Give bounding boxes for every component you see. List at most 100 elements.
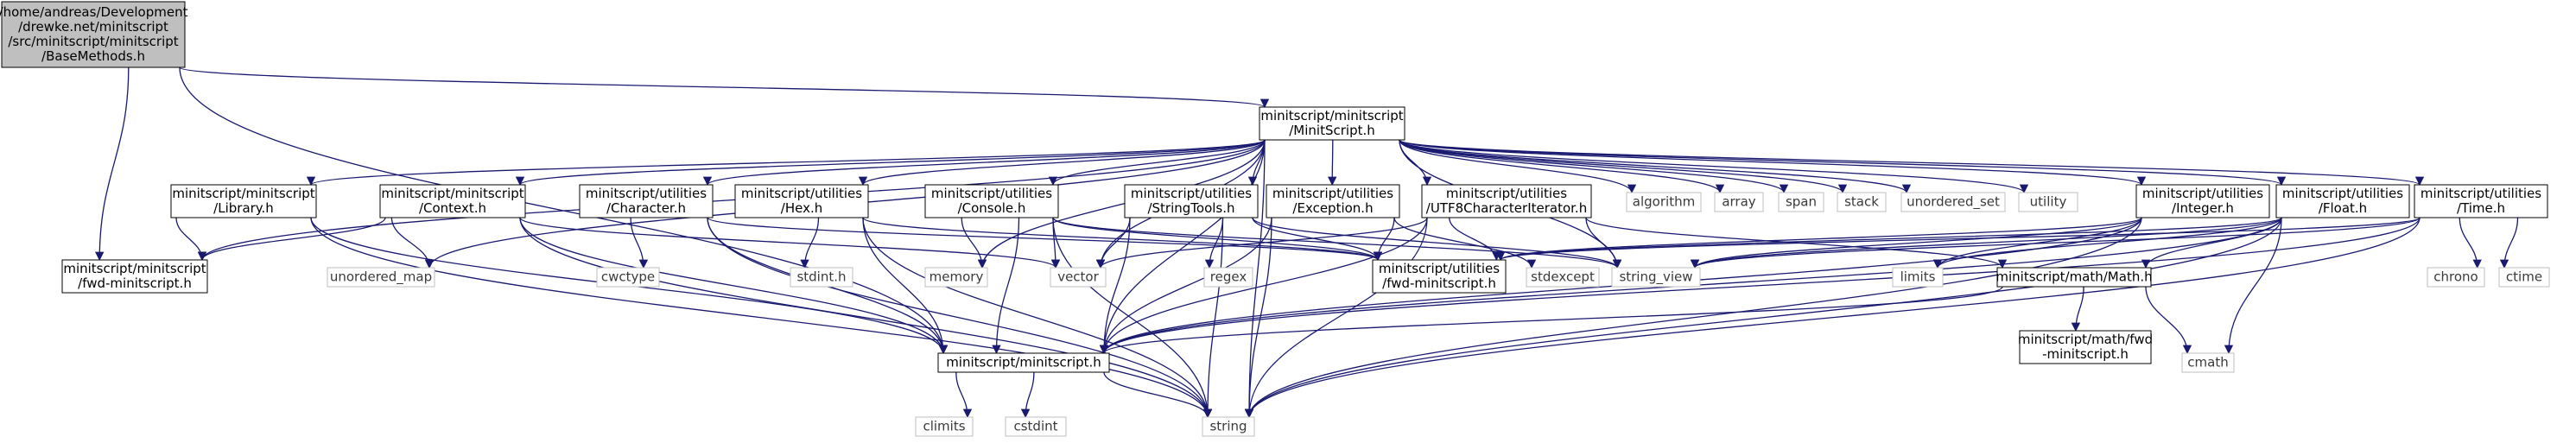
edge-base-to-minit [179, 66, 1269, 109]
edge-utf8-to-vector [1095, 217, 1428, 269]
node-span: span [1778, 192, 1824, 212]
node-box [379, 184, 526, 218]
node-label-line: /Float.h [2319, 200, 2367, 216]
node-label-line: minitscript/minitscript [1260, 108, 1403, 123]
node-vector: vector [1050, 267, 1107, 288]
node-stringview: string_view [1611, 267, 1701, 288]
edge-float-to-math [2141, 217, 2282, 269]
node-cstdint: cstdint [1005, 416, 1067, 437]
edge-utf8-to-minith [1099, 217, 1428, 355]
node-label-line: minitscript/utilities [586, 186, 707, 201]
node-stringtools[interactable]: minitscript/utilities/StringTools.h [1124, 184, 1259, 218]
edge-base-to-fwdmin [95, 66, 130, 262]
edge-time-to-ctime [2499, 217, 2519, 269]
node-label-line: /Context.h [419, 200, 486, 216]
node-label-line: stdexcept [1531, 269, 1595, 285]
node-mathfwd[interactable]: minitscript/math/fwd-minitscript.h [2018, 330, 2153, 364]
edge-minit-to-stack [1399, 139, 1848, 194]
node-box [579, 184, 714, 218]
node-box [1372, 259, 1507, 294]
node-label-line: stdint.h [796, 269, 846, 285]
edge-context-to-string [519, 217, 1213, 419]
edge-minith-to-cstdint [1020, 371, 1035, 419]
edge-stringtools-to-minith [1099, 217, 1131, 355]
edge-context-to-vector [519, 217, 1060, 269]
node-label-line: minitscript/utilities [931, 186, 1052, 201]
node-label-line: minitscript/minitscript.h [946, 355, 1101, 370]
node-box [1259, 106, 1405, 141]
node-label-line: minitscript/utilities [1272, 186, 1393, 201]
node-box [2275, 184, 2410, 218]
node-box [1837, 192, 1887, 212]
node-minit[interactable]: minitscript/minitscript/MinitScript.h [1259, 106, 1405, 141]
node-context[interactable]: minitscript/minitscript/Context.h [379, 184, 526, 218]
node-label-line: unordered_map [330, 269, 432, 286]
node-utf8[interactable]: minitscript/utilities/UTF8CharacterItera… [1421, 184, 1592, 218]
edge-minith-to-climits [955, 371, 973, 419]
node-box [327, 267, 435, 288]
node-cmath: cmath [2181, 352, 2235, 373]
node-box [1, 1, 186, 68]
node-box [915, 416, 974, 437]
edge-character-to-string [707, 217, 1213, 419]
node-hex[interactable]: minitscript/utilities/Hex.h [734, 184, 869, 218]
edge-hex-to-minith [862, 217, 949, 355]
edge-minith-to-string [1103, 371, 1213, 419]
node-label-line: minitscript/minitscript [63, 261, 206, 276]
edge-minit-to-minith [1099, 139, 1266, 355]
node-library[interactable]: minitscript/minitscript/Library.h [170, 184, 317, 218]
node-label-line: regex [1210, 269, 1247, 285]
node-integer[interactable]: minitscript/utilities/Integer.h [2135, 184, 2270, 218]
edge-context-to-umap [390, 217, 435, 269]
node-minith[interactable]: minitscript/minitscript.h [937, 352, 1110, 373]
edge-console-to-string [1052, 217, 1213, 419]
node-fwdutil[interactable]: minitscript/utilities/fwd-minitscript.h [1372, 259, 1507, 294]
edge-minit-to-float [1399, 139, 2286, 187]
node-time[interactable]: minitscript/utilities/Time.h [2414, 184, 2548, 218]
node-label-line: /Character.h [606, 200, 686, 216]
node-base[interactable]: /home/andreas/Development/drewke.net/min… [0, 1, 188, 68]
edge-time-to-stringview [1691, 217, 2421, 269]
node-box [2427, 267, 2485, 288]
node-label-line: /StringTools.h [1147, 200, 1234, 216]
node-label-line: /UTF8CharacterIterator.h [1426, 200, 1587, 216]
node-character[interactable]: minitscript/utilities/Character.h [579, 184, 714, 218]
node-label-line: minitscript/minitscript [381, 186, 523, 201]
node-fwdmin[interactable]: minitscript/minitscript/fwd-minitscript.… [61, 259, 208, 294]
node-label-line: minitscript/utilities [1446, 186, 1567, 201]
edge-character-to-cwctype [630, 217, 649, 269]
edge-integer-to-fwdutil [1496, 217, 2142, 262]
node-label-line: /BaseMethods.h [41, 48, 145, 64]
node-label-line: minitscript/utilities [2142, 186, 2263, 201]
edge-library-to-fwdmin [175, 217, 207, 262]
node-box [61, 259, 208, 294]
node-label-line: array [1722, 194, 1755, 210]
edge-character-to-fwdutil [707, 217, 1382, 262]
node-box [2414, 184, 2548, 218]
node-limits: limits [1892, 267, 1944, 288]
node-label-line: climits [923, 419, 965, 434]
edge-minit-to-uset [1399, 139, 1911, 194]
node-stdint: stdint.h [790, 267, 853, 288]
edge-minit-to-context [516, 139, 1266, 187]
node-label-line: /Library.h [213, 200, 274, 216]
edge-minit-to-integer [1399, 139, 2146, 187]
edge-minit-to-span [1399, 139, 1789, 194]
edge-integer-to-stringview [1690, 217, 2142, 269]
node-label-line: stack [1844, 194, 1879, 210]
node-box [1611, 267, 1701, 288]
edge-integer-to-string [1244, 217, 2142, 419]
node-label-line: /drewke.net/minitscript [18, 19, 168, 35]
node-umap: unordered_map [327, 267, 435, 288]
node-math[interactable]: minitscript/math/Math.h [1995, 267, 2153, 288]
node-console[interactable]: minitscript/utilities/Console.h [924, 184, 1059, 218]
edge-math-to-cmath [2145, 286, 2192, 355]
node-exception[interactable]: minitscript/utilities/Exception.h [1266, 184, 1400, 218]
edge-math-to-mathfwd [2071, 286, 2084, 332]
node-float[interactable]: minitscript/utilities/Float.h [2275, 184, 2410, 218]
node-label-line: memory [930, 269, 984, 285]
node-box [2135, 184, 2270, 218]
edge-minit-to-array [1399, 139, 1725, 194]
node-box [734, 184, 869, 218]
